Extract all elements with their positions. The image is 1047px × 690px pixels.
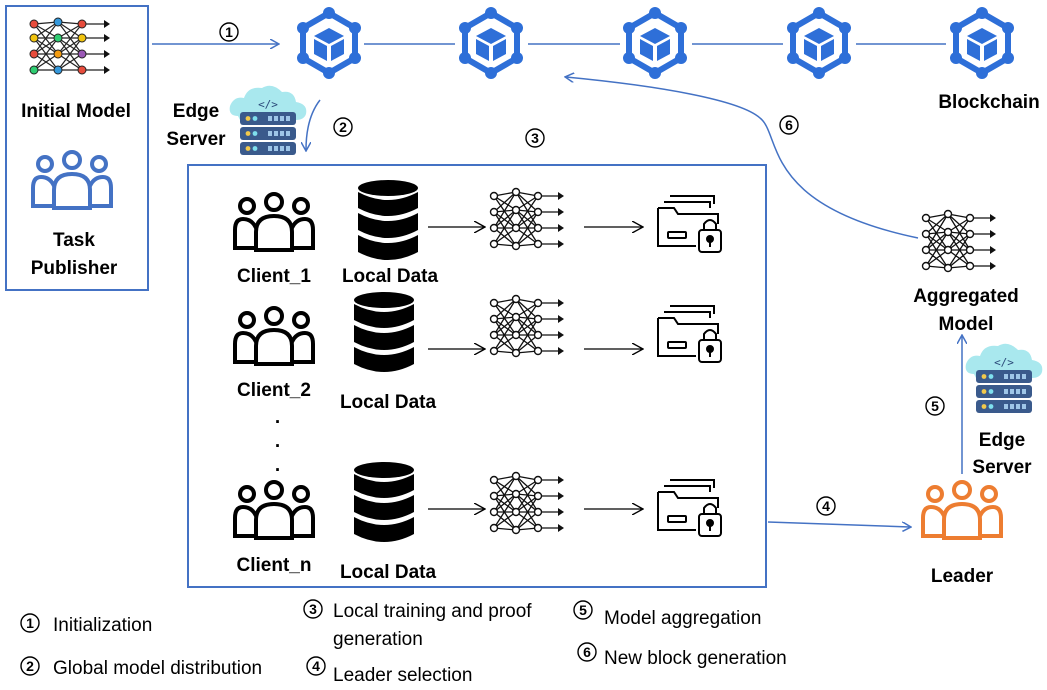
publisher-label-line2: Publisher	[31, 258, 118, 279]
legend-text-6: New block generation	[604, 648, 787, 669]
client-1-people-icon	[233, 192, 315, 252]
legend-text-1: Initialization	[53, 615, 152, 636]
blockchain-block-icon	[950, 7, 1014, 79]
initial-model-network-icon	[29, 17, 111, 75]
task-publisher-panel	[5, 5, 149, 291]
client-2-data-label: Local Data	[340, 392, 437, 413]
legend-text-3-line2: generation	[333, 629, 423, 650]
aggregated-model-line2: Model	[939, 314, 994, 335]
aggregated-model-network-icon	[921, 209, 997, 273]
svg-text:2: 2	[26, 658, 34, 674]
step-marker-2: 2	[333, 117, 353, 137]
blockchain-block-icon	[297, 7, 361, 79]
edge-server-right-icon	[965, 343, 1043, 413]
step-marker-1: 1	[219, 22, 239, 42]
svg-text:4: 4	[822, 498, 830, 514]
legend-item-4: 4 Leader selection	[306, 656, 472, 686]
edge-server-top-icon	[229, 85, 307, 155]
edge-server-top-line1: Edge	[173, 101, 219, 122]
legend-item-5: 5 Model aggregation	[573, 600, 761, 629]
client-2-people-icon	[233, 306, 315, 366]
client-n-locked-folder-icon	[657, 479, 722, 537]
svg-text:6: 6	[583, 644, 591, 660]
client-2-database-icon	[354, 292, 414, 372]
step-marker-6: 6	[779, 115, 799, 135]
legend-item-1: 1 Initialization	[20, 613, 152, 636]
legend-text-5: Model aggregation	[604, 608, 761, 629]
leader-selection-arrow	[767, 521, 910, 527]
edge-server-right-line2: Server	[972, 457, 1032, 478]
client-1-data-label: Local Data	[342, 266, 439, 287]
ellipsis-dot: ·	[275, 436, 281, 457]
new-block-arrow	[566, 77, 919, 239]
step-marker-3: 3	[525, 128, 545, 148]
step-marker-4: 4	[816, 496, 836, 516]
aggregated-model-line1: Aggregated	[913, 286, 1019, 307]
legend-item-3: 3 Local training and proof generation	[303, 599, 532, 650]
client-2-network-icon	[489, 294, 565, 358]
blockchain-block-icon	[787, 7, 851, 79]
client-2-label: Client_2	[237, 380, 311, 401]
legend-item-6: 6 New block generation	[577, 642, 787, 669]
svg-text:6: 6	[785, 117, 793, 133]
client-n-label: Client_n	[237, 555, 312, 576]
step-marker-5: 5	[925, 396, 945, 416]
svg-text:4: 4	[312, 658, 320, 674]
client-1-label: Client_1	[237, 266, 311, 287]
svg-text:1: 1	[26, 615, 34, 631]
blockchain-block-icon	[623, 7, 687, 79]
svg-text:3: 3	[531, 130, 539, 146]
edge-server-right-line1: Edge	[979, 430, 1025, 451]
svg-text:5: 5	[579, 602, 587, 618]
initial-model-label: Initial Model	[21, 101, 131, 122]
edge-server-top-line2: Server	[166, 129, 226, 150]
client-2-locked-folder-icon	[657, 305, 722, 363]
svg-text:2: 2	[339, 119, 347, 135]
legend-text-3-line1: Local training and proof	[333, 601, 532, 622]
svg-text:3: 3	[309, 601, 317, 617]
publisher-people-icon	[31, 150, 113, 210]
clients-panel	[187, 164, 767, 588]
ellipsis-dot: ·	[275, 460, 281, 481]
publisher-label-line1: Task	[53, 230, 95, 251]
client-n-data-label: Local Data	[340, 562, 437, 583]
legend: 1 Initialization 2 Global model distribu…	[20, 599, 787, 686]
ellipsis-dot: ·	[275, 412, 281, 433]
legend-text-4: Leader selection	[333, 665, 472, 686]
blockchain-label: Blockchain	[938, 92, 1039, 113]
client-1-network-icon	[489, 187, 565, 251]
leader-label: Leader	[931, 566, 994, 587]
distribution-arrow	[306, 99, 321, 150]
client-n-network-icon	[489, 471, 565, 535]
client-1-locked-folder-icon	[657, 195, 722, 253]
svg-text:5: 5	[931, 398, 939, 414]
leader-people-icon	[921, 480, 1003, 540]
client-n-people-icon	[233, 480, 315, 540]
client-n-database-icon	[354, 462, 414, 542]
svg-text:1: 1	[225, 24, 233, 40]
legend-item-2: 2 Global model distribution	[20, 656, 262, 679]
blockchain-block-icon	[459, 7, 523, 79]
legend-text-2: Global model distribution	[53, 658, 262, 679]
client-1-database-icon	[358, 180, 418, 260]
